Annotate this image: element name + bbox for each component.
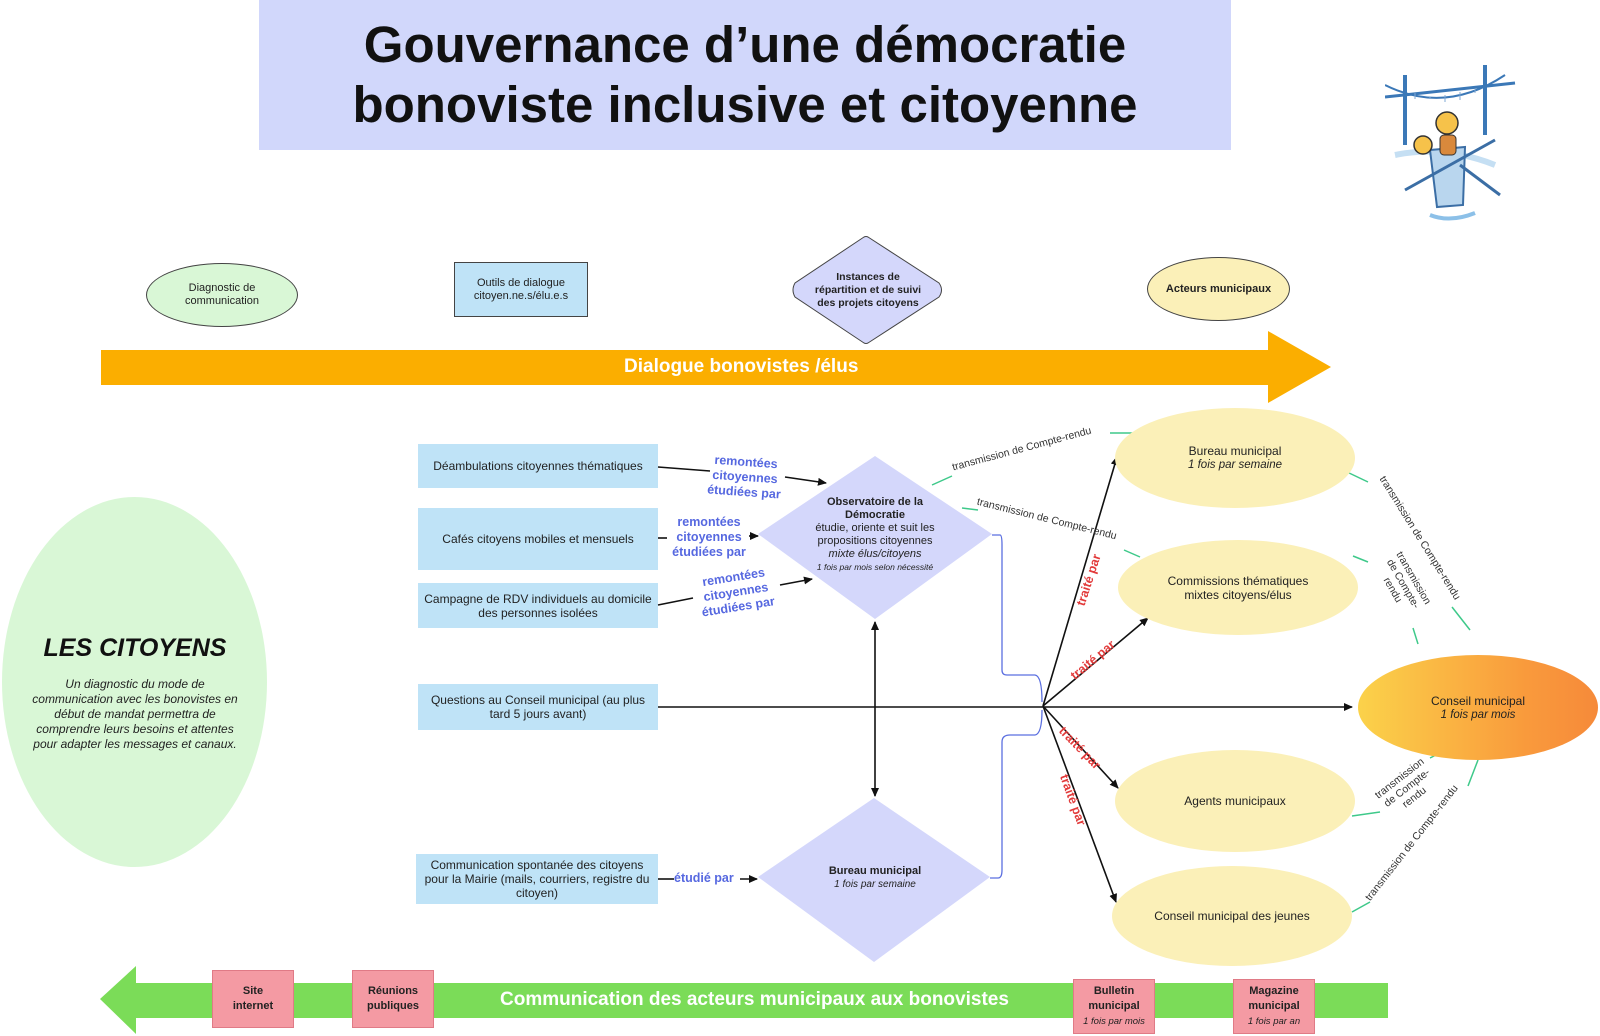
bottom-band-label: Communication des acteurs municipaux aux…	[500, 989, 1009, 1010]
actor-commissions: Commissions thématiques mixtes citoyens/…	[1118, 540, 1358, 635]
channel-reunions-label: Réunions publiques	[367, 985, 419, 1012]
channel-magazine: Magazine municipal 1 fois par an	[1233, 979, 1315, 1034]
tool-communication-label: Communication spontanée des citoyens pou…	[424, 858, 650, 900]
citoyens-title: LES CITOYENS	[43, 634, 227, 662]
citoyens-text: Un diagnostic du mode de communication a…	[32, 677, 238, 751]
actor-jeunes: Conseil municipal des jeunes	[1112, 866, 1352, 966]
page-title: Gouvernance d’une démocratie bonoviste i…	[259, 0, 1231, 150]
actor-agents: Agents municipaux	[1115, 750, 1355, 852]
actor-conseil-municipal: Conseil municipal 1 fois par mois	[1358, 655, 1598, 760]
channel-bulletin-label: Bulletin municipal	[1088, 985, 1140, 1012]
legend-outils-label: Outils de dialogue citoyen.ne.s/élu.e.s	[473, 276, 569, 302]
actor-bureau-name: Bureau municipal	[1188, 444, 1282, 458]
channel-site-label: Site internet	[232, 985, 274, 1012]
actor-jeunes-name: Conseil municipal des jeunes	[1154, 909, 1310, 923]
bridge-rowing-boat-illustration	[1385, 65, 1516, 221]
tool-questions: Questions au Conseil municipal (au plus …	[418, 684, 658, 730]
observatoire-title: Observatoire de la Démocratie	[827, 496, 923, 521]
bureau-diamond-shape	[758, 798, 990, 962]
channel-magazine-label: Magazine municipal	[1248, 985, 1300, 1012]
tool-cafes-label: Cafés citoyens mobiles et mensuels	[442, 532, 634, 546]
citoyens-content: LES CITOYENS Un diagnostic du mode de co…	[30, 634, 240, 752]
tool-deambulations: Déambulations citoyennes thématiques	[418, 444, 658, 488]
actor-conseil-freq: 1 fois par mois	[1440, 708, 1516, 721]
actor-bureau-municipal: Bureau municipal 1 fois par semaine	[1115, 408, 1355, 508]
legend-diagnostic: Diagnostic de communication	[146, 263, 298, 327]
bureau-diamond-content: Bureau municipal 1 fois par semaine	[800, 865, 950, 891]
tool-rdv: Campagne de RDV individuels au domicile …	[418, 583, 658, 628]
tool-rdv-label: Campagne de RDV individuels au domicile …	[424, 591, 652, 620]
actor-conseil-name: Conseil municipal	[1430, 693, 1526, 708]
channel-bulletin: Bulletin municipal 1 fois par mois	[1073, 979, 1155, 1034]
top-band-arrow	[101, 331, 1331, 403]
legend-diagnostic-label: Diagnostic de communication	[185, 282, 259, 307]
label-etudie-par: étudié par	[674, 871, 734, 885]
tool-questions-label: Questions au Conseil municipal (au plus …	[430, 693, 646, 721]
channel-reunions: Réunions publiques	[352, 970, 434, 1028]
legend-acteurs: Acteurs municipaux	[1147, 257, 1290, 321]
label-remontees-2: remontées citoyennes étudiées par	[672, 515, 746, 559]
actor-commissions-name: Commissions thématiques mixtes citoyens/…	[1167, 573, 1309, 602]
legend-instances-diamond	[792, 236, 942, 344]
bureau-diamond-freq: 1 fois par semaine	[834, 879, 916, 890]
legend-instances-label: Instances de répartition et de suivi des…	[814, 270, 922, 309]
tool-communication: Communication spontanée des citoyens pou…	[416, 854, 658, 904]
title-line-1: Gouvernance d’une démocratie	[363, 16, 1127, 73]
channel-bulletin-freq: 1 fois par mois	[1083, 1016, 1145, 1027]
top-band-label: Dialogue bonovistes /élus	[101, 349, 1386, 385]
tool-deambulations-label: Déambulations citoyennes thématiques	[433, 459, 643, 473]
tool-cafes: Cafés citoyens mobiles et mensuels	[418, 508, 658, 570]
top-band-text: Dialogue bonovistes /élus	[624, 356, 859, 377]
label-remontees-1: remontées citoyennes étudiées par	[706, 452, 782, 502]
observatoire-freq: 1 fois par mois selon nécessité	[816, 562, 934, 572]
observatoire-desc: étudie, oriente et suit les propositions…	[815, 522, 935, 547]
actor-agents-name: Agents municipaux	[1184, 794, 1286, 808]
legend-acteurs-label: Acteurs municipaux	[1165, 282, 1272, 295]
channel-site-internet: Site internet	[212, 970, 294, 1028]
observatoire-content: Observatoire de la Démocratie étudie, or…	[795, 496, 955, 574]
channel-magazine-freq: 1 fois par an	[1247, 1016, 1301, 1027]
legend-outils: Outils de dialogue citoyen.ne.s/élu.e.s	[454, 262, 588, 317]
citoyens-oval	[2, 497, 267, 867]
observatoire-mixte: mixte élus/citoyens	[828, 548, 922, 560]
title-line-2: bonoviste inclusive et citoyenne	[352, 76, 1138, 133]
observatoire-diamond-shape	[758, 456, 992, 619]
bureau-diamond-title: Bureau municipal	[828, 865, 922, 877]
actor-bureau-freq: 1 fois par semaine	[1188, 459, 1282, 471]
